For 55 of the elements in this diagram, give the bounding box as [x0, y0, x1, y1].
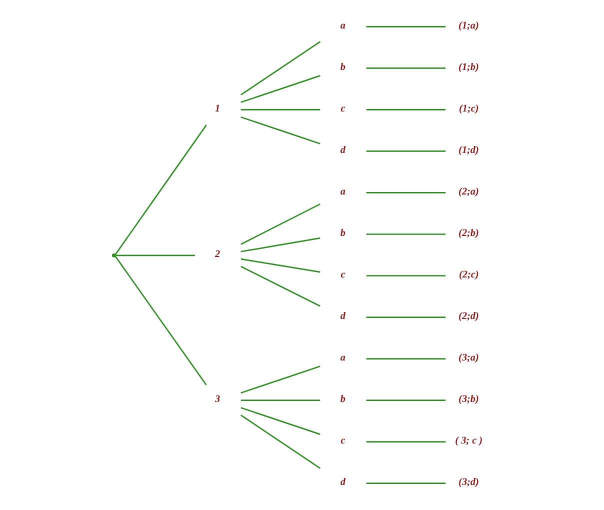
connector: [240, 116, 320, 144]
connector: [240, 414, 321, 469]
connector: [114, 256, 207, 386]
node-text: d: [340, 144, 346, 156]
connector: [366, 275, 446, 276]
connector: [240, 258, 320, 273]
node-text: (2;a): [458, 186, 479, 198]
node-text: (1;d): [458, 144, 479, 156]
node-text: 2: [214, 249, 220, 260]
connector: [240, 400, 320, 401]
node-point: [112, 253, 116, 258]
node-text: c: [340, 270, 346, 281]
connector: [366, 441, 446, 442]
connector: [366, 192, 446, 194]
node-text: c: [340, 436, 346, 447]
connector: [240, 266, 320, 307]
connector: [240, 75, 320, 103]
node-text: 1: [214, 103, 220, 114]
connector: [240, 203, 320, 245]
node-text: (1;a): [458, 20, 479, 32]
node-text: d: [340, 311, 346, 322]
node-text: (2;c): [458, 270, 479, 281]
connector: [366, 109, 446, 110]
node-text: (2;b): [458, 228, 479, 240]
connector: [240, 109, 320, 110]
node-text: (3;a): [458, 352, 479, 364]
node-text: ( 3; c ): [455, 436, 483, 447]
node-text: c: [340, 103, 346, 114]
node-text: (3;b): [458, 394, 479, 406]
connector: [240, 41, 321, 96]
connector: [240, 407, 320, 435]
node-text: b: [340, 228, 346, 240]
connector: [366, 26, 446, 28]
node-text: (2;d): [458, 311, 479, 322]
connector: [366, 316, 446, 318]
connector: [366, 150, 446, 152]
node-text: d: [340, 477, 346, 488]
node-text: b: [340, 62, 346, 73]
connector: [366, 482, 446, 484]
connector: [240, 237, 320, 252]
node-text: a: [340, 20, 346, 32]
connector: [366, 234, 446, 235]
node-text: 3: [214, 394, 220, 406]
connector: [114, 124, 207, 255]
node-text: (1;b): [458, 62, 479, 73]
node-text: a: [340, 352, 346, 364]
connector: [366, 68, 446, 69]
connector: [366, 400, 446, 401]
connector: [366, 358, 446, 360]
node-text: (3;d): [458, 477, 479, 488]
node-text: (1;c): [458, 103, 479, 114]
connector: [116, 254, 195, 256]
node-text: b: [340, 394, 346, 406]
node-text: a: [340, 186, 346, 198]
connector: [240, 366, 320, 394]
